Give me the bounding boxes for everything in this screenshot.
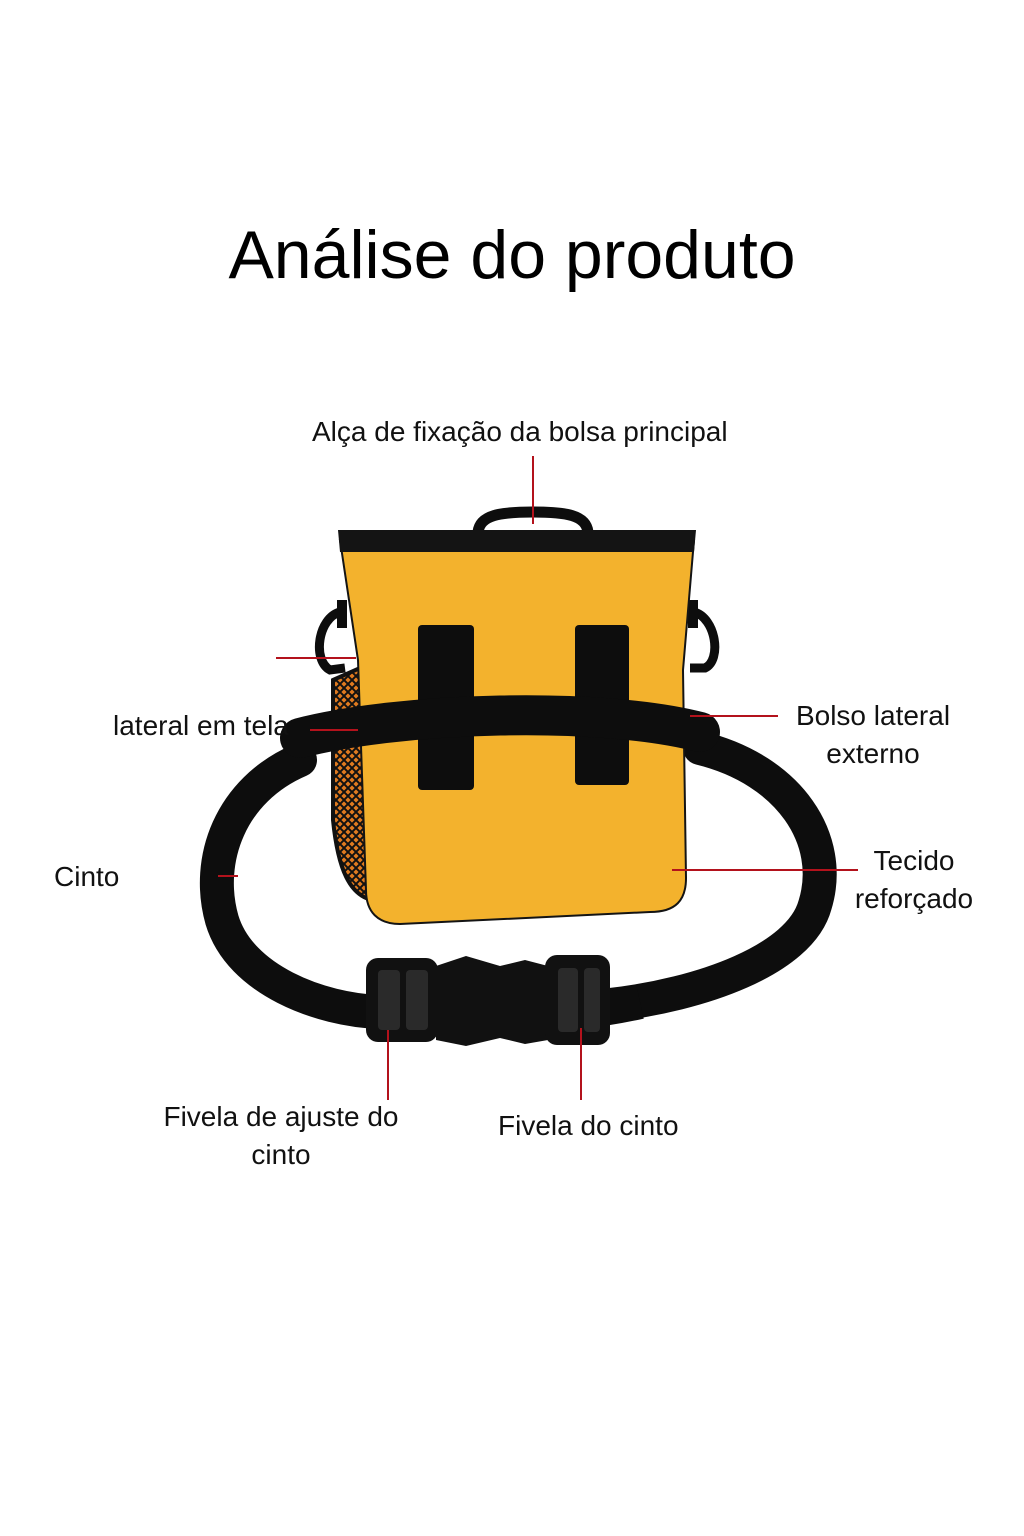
belt-front — [280, 695, 720, 758]
belt-buckle-icon — [436, 955, 610, 1046]
label-fabric: Tecido reforçado — [838, 842, 990, 918]
belt-back — [199, 731, 837, 1029]
label-side-pocket: Bolso lateral externo — [782, 697, 964, 773]
label-top-strap: Alça de fixação da bolsa principal — [312, 416, 728, 447]
label-adjust-buckle: Fivela de ajuste do cinto — [146, 1098, 416, 1174]
page-title: Análise do produto — [228, 217, 796, 293]
label-side-pocket-line1: Bolso lateral — [795, 700, 951, 731]
label-adjust-buckle-line2: cinto — [251, 1139, 311, 1170]
label-side-pocket-line2: externo — [826, 738, 920, 769]
label-mesh-pocket: lateral em tela — [113, 710, 289, 741]
label-fabric-line1: Tecido — [873, 845, 955, 876]
label-fabric-line2: reforçado — [854, 883, 974, 914]
label-belt-buckle: Fivela do cinto — [498, 1110, 679, 1141]
bag-top-trim — [338, 530, 696, 552]
label-adjust-buckle-line1: Fivela de ajuste do — [163, 1101, 399, 1132]
label-belt: Cinto — [54, 861, 120, 892]
left-d-ring-icon — [314, 600, 347, 675]
right-d-ring-icon — [688, 600, 720, 673]
callout-lines — [218, 456, 858, 1100]
adjust-buckle-icon — [366, 958, 438, 1042]
